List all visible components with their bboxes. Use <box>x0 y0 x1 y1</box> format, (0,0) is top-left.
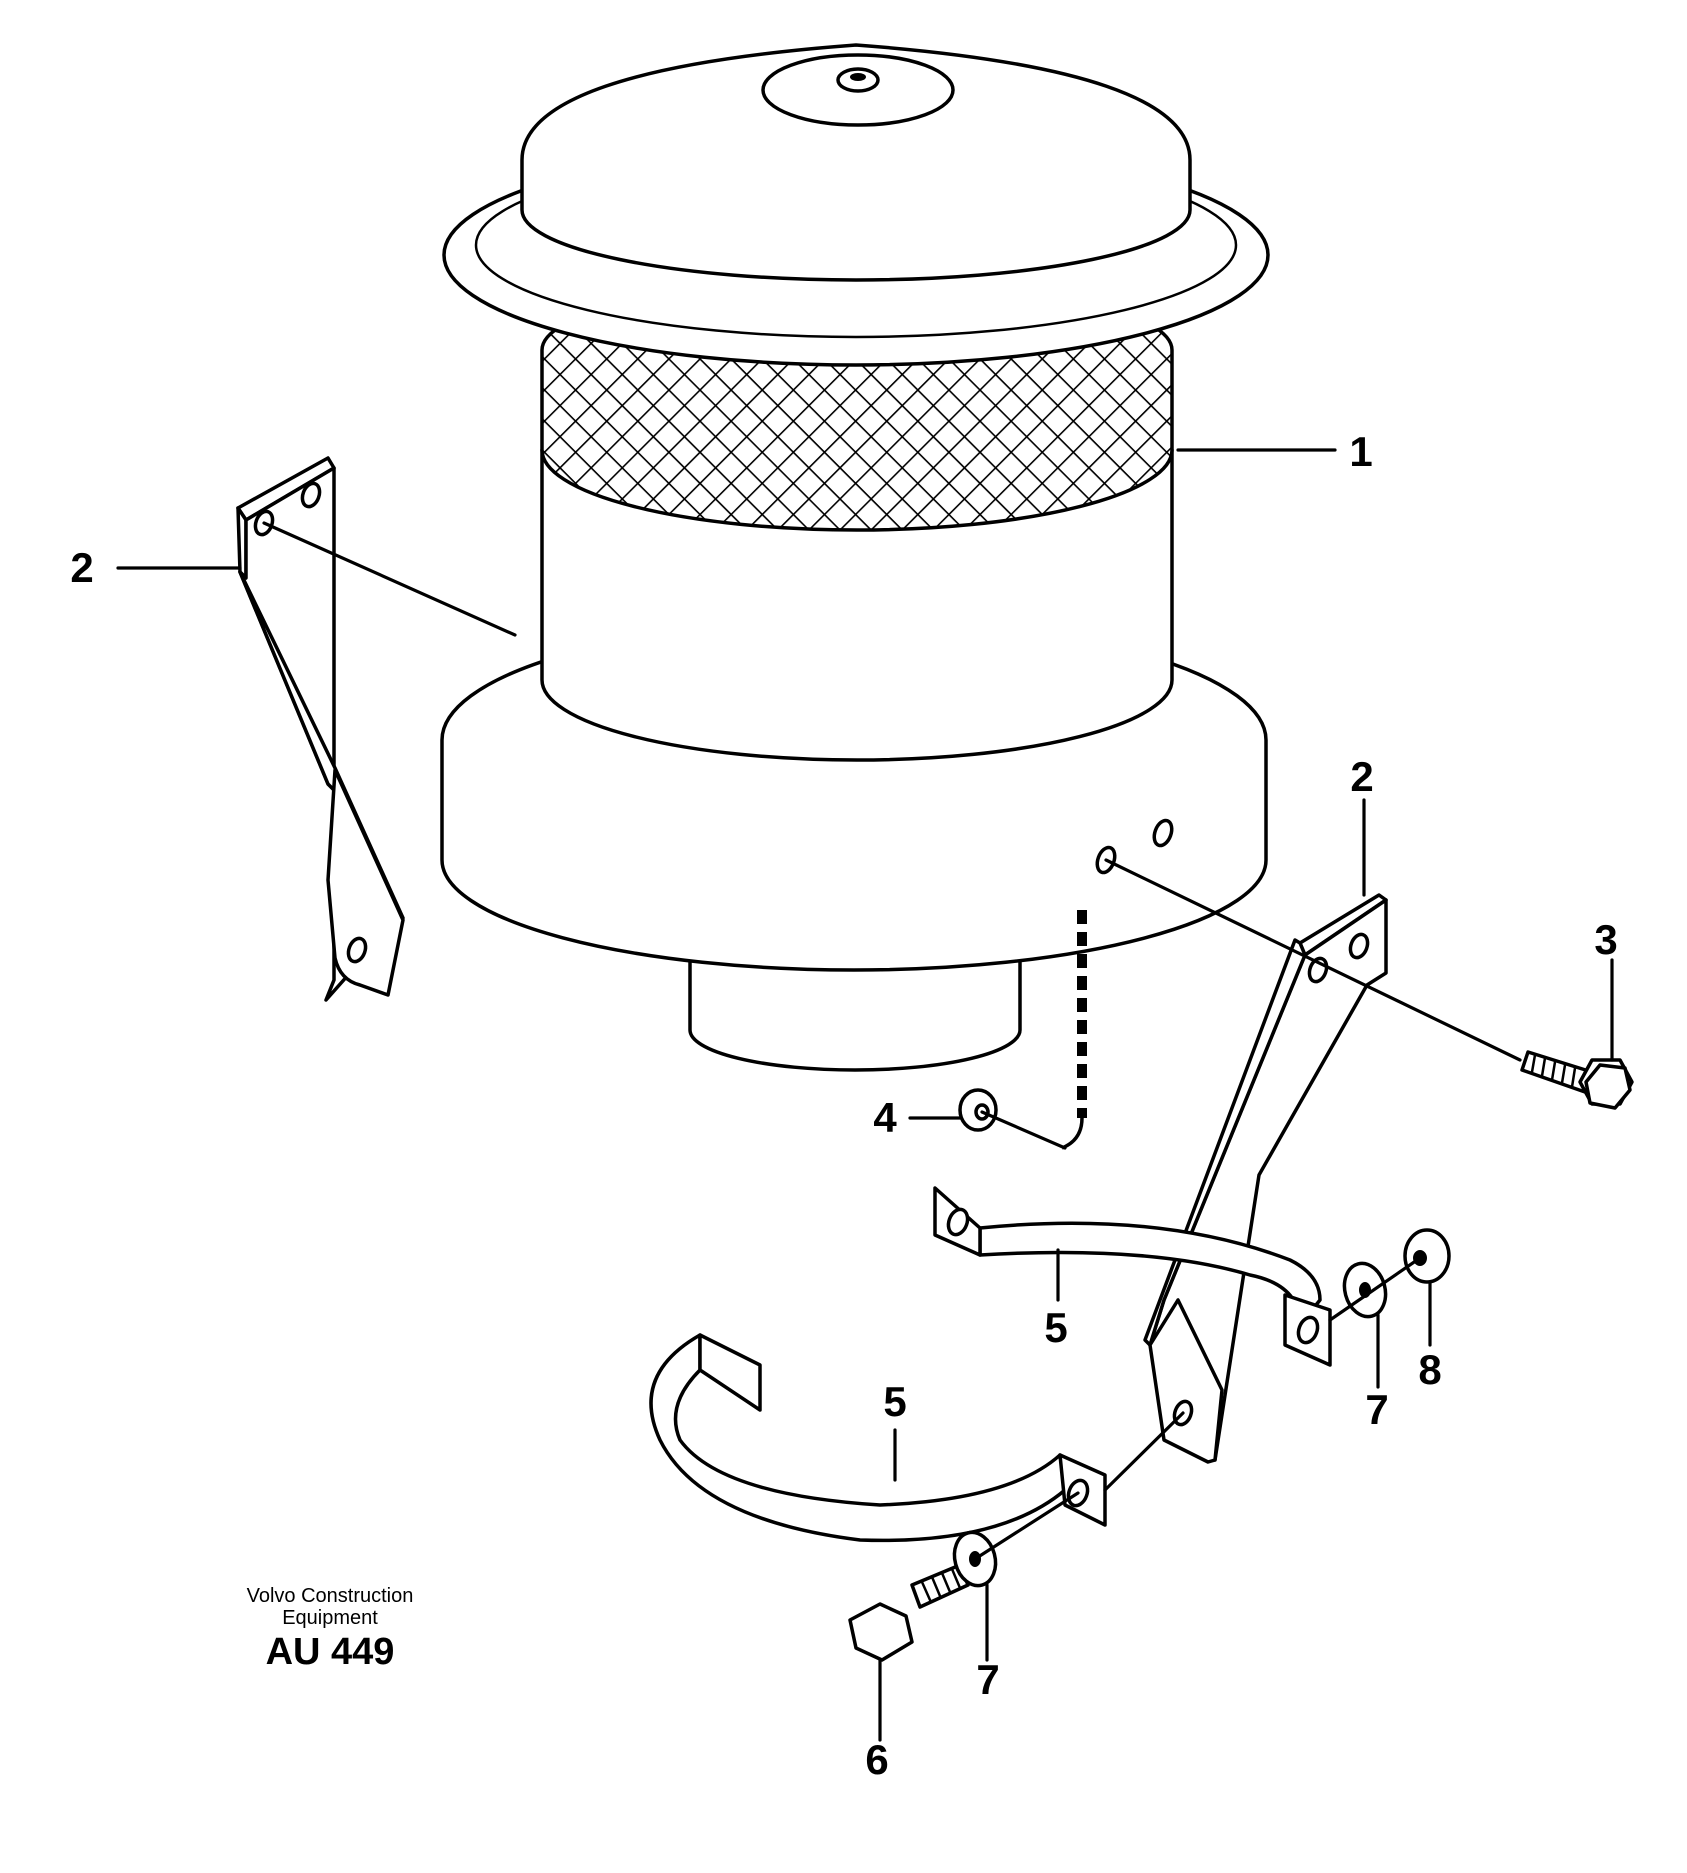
callout-7-right: 7 <box>1365 1386 1389 1433</box>
caption-company-line2: Equipment <box>282 1607 378 1629</box>
callout-5-lower: 5 <box>883 1378 907 1425</box>
nut-4 <box>958 1088 998 1132</box>
nut-8 <box>1403 1228 1451 1284</box>
callout-5-upper: 5 <box>1044 1304 1068 1351</box>
leader-lines <box>116 448 1614 1742</box>
outlet-pipe <box>688 938 1022 1072</box>
callout-2-right: 2 <box>1350 753 1374 800</box>
bolt-6 <box>848 1563 970 1662</box>
callout-6: 6 <box>865 1736 889 1783</box>
caption-drawing-code: AU 449 <box>265 1631 395 1673</box>
right-bracket <box>1143 893 1388 1464</box>
callout-4: 4 <box>873 1094 897 1141</box>
left-bracket <box>236 456 405 1002</box>
callout-1: 1 <box>1349 428 1373 475</box>
callout-7-left: 7 <box>976 1656 1000 1703</box>
housing-hole <box>1152 818 1174 848</box>
caption-company-line1: Volvo Construction <box>246 1585 414 1607</box>
lower-strap-clamp <box>649 1333 1107 1543</box>
bolt-3 <box>1520 1050 1634 1110</box>
callout-2-left: 2 <box>70 544 94 591</box>
upper-strap-clamp <box>933 1186 1332 1367</box>
callout-8: 8 <box>1418 1346 1442 1393</box>
cap-dome <box>520 43 1192 282</box>
filter-body <box>540 448 1174 762</box>
air-cleaner-assembly <box>440 43 1270 1072</box>
callout-3: 3 <box>1594 916 1618 963</box>
